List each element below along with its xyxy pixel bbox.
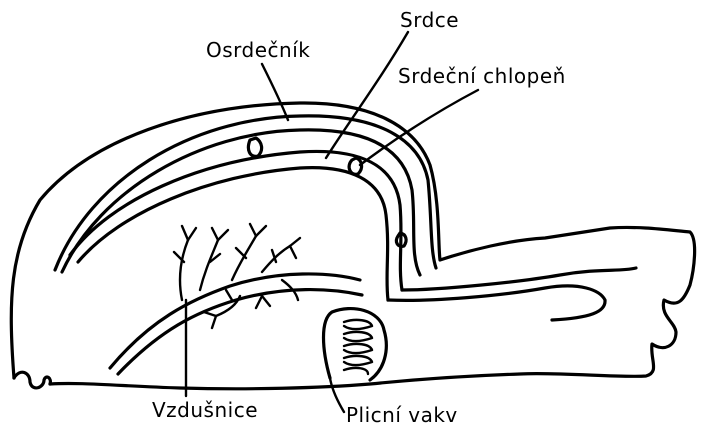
leader-plicni-vak xyxy=(330,378,344,412)
leg-stubs xyxy=(14,372,50,388)
label-vzdusnice: Vzdušnice xyxy=(152,398,258,422)
body-outline xyxy=(11,103,694,389)
lung-sac-icon xyxy=(344,320,372,374)
label-srdce: Srdce xyxy=(400,8,459,32)
leader-osrdecnik xyxy=(262,64,288,120)
label-srdecni-chlopen: Srdeční chlopeň xyxy=(398,64,566,88)
label-osrdecnik: Osrdečník xyxy=(206,38,310,62)
label-plicni-vakv: Plicní vakv xyxy=(346,403,458,427)
heart-valve-icon xyxy=(248,138,261,156)
aorta xyxy=(402,268,636,290)
trachea-main xyxy=(110,274,360,368)
